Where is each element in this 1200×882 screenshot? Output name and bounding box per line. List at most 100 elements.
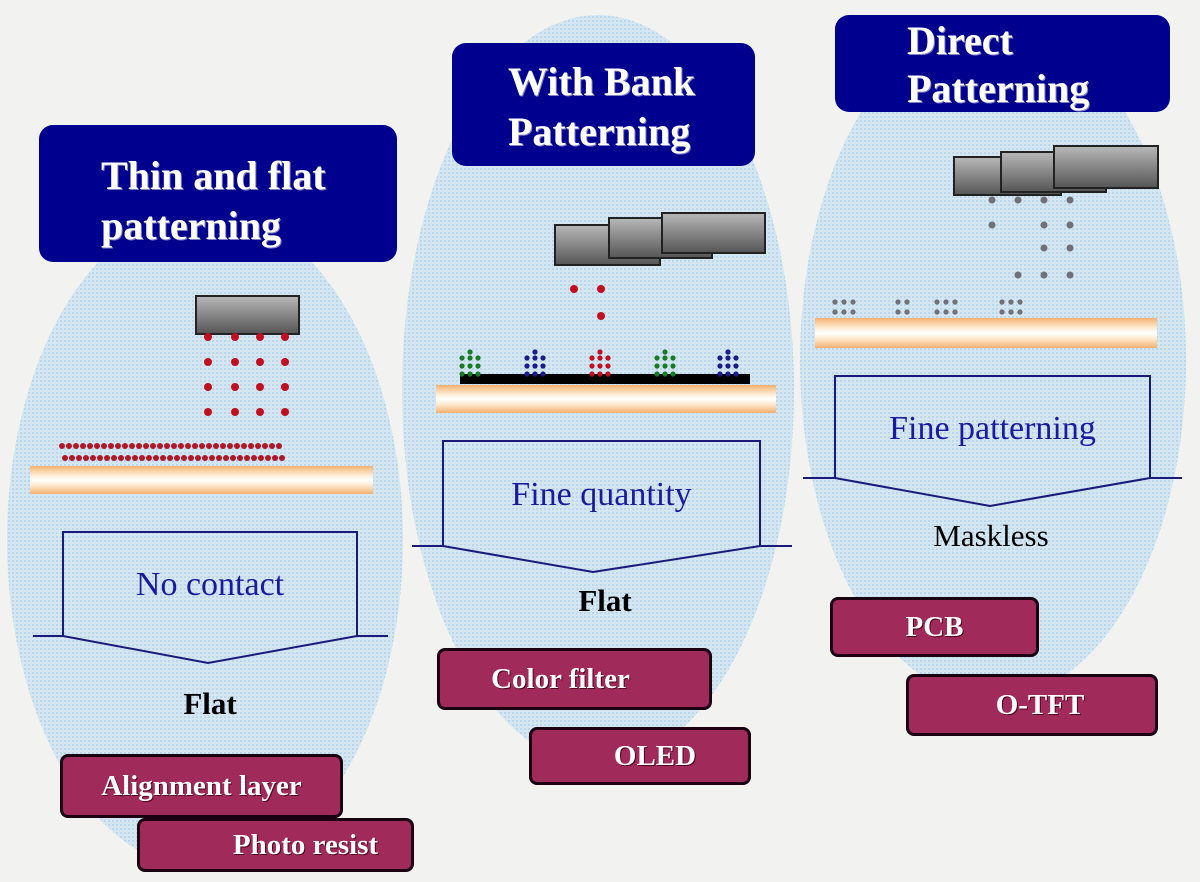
droplet xyxy=(540,371,546,377)
droplet xyxy=(97,455,103,461)
column-3-inkjet-illustration xyxy=(815,145,1159,348)
falling-droplets xyxy=(204,333,289,416)
bank-layer xyxy=(460,374,750,384)
droplet xyxy=(670,363,676,369)
droplet xyxy=(213,443,219,449)
droplet xyxy=(725,371,731,377)
substrate xyxy=(30,466,373,494)
column-3-title: Direct Patterning xyxy=(835,15,1170,112)
droplet xyxy=(725,355,731,361)
droplet xyxy=(220,443,226,449)
droplet xyxy=(850,299,856,305)
droplet xyxy=(540,363,546,369)
droplet xyxy=(153,455,159,461)
droplet xyxy=(231,383,239,391)
droplet xyxy=(118,455,124,461)
droplet xyxy=(589,355,595,361)
droplet xyxy=(841,299,847,305)
droplet xyxy=(670,371,676,377)
droplet xyxy=(524,355,530,361)
droplet xyxy=(223,455,229,461)
droplet xyxy=(943,299,949,305)
droplet xyxy=(265,455,271,461)
droplet xyxy=(76,455,82,461)
droplet xyxy=(164,443,170,449)
droplet xyxy=(157,443,163,449)
droplet xyxy=(988,221,996,229)
application-photo-resist: Photo resist xyxy=(137,818,414,872)
droplet xyxy=(467,363,473,369)
column-3-benefit-arrow xyxy=(803,375,1182,508)
droplet xyxy=(281,333,289,341)
column-3-benefit-label: Fine patterning xyxy=(889,410,1096,447)
droplet xyxy=(605,355,611,361)
droplet xyxy=(111,455,117,461)
droplet xyxy=(459,363,465,369)
droplet xyxy=(202,455,208,461)
droplet xyxy=(532,363,538,369)
droplet xyxy=(832,309,838,315)
droplet xyxy=(725,349,731,355)
droplet xyxy=(256,358,264,366)
droplet xyxy=(943,309,949,315)
column-1-benefit-arrow xyxy=(33,531,388,665)
droplet xyxy=(188,455,194,461)
title-line: patterning xyxy=(101,203,281,248)
droplet xyxy=(256,383,264,391)
substrate xyxy=(815,318,1157,348)
droplet xyxy=(230,455,236,461)
droplet xyxy=(1014,271,1022,279)
printed-pattern xyxy=(832,299,1023,315)
droplet xyxy=(281,358,289,366)
application-pcb: PCB xyxy=(830,597,1039,657)
droplet xyxy=(540,355,546,361)
droplet xyxy=(597,349,603,355)
droplet xyxy=(1008,309,1014,315)
droplet xyxy=(258,455,264,461)
application-color-filter: Color filter xyxy=(437,648,712,710)
droplet xyxy=(988,196,996,204)
droplet xyxy=(589,371,595,377)
droplet xyxy=(832,299,838,305)
column-1-background-ellipse xyxy=(7,210,403,870)
droplet xyxy=(532,349,538,355)
droplet xyxy=(934,309,940,315)
droplet xyxy=(231,408,239,416)
droplet xyxy=(160,455,166,461)
droplet xyxy=(597,371,603,377)
droplet xyxy=(216,455,222,461)
droplet xyxy=(952,309,958,315)
inkjet-nozzle-icon xyxy=(661,212,766,254)
droplet xyxy=(895,299,901,305)
droplet xyxy=(87,443,93,449)
droplet xyxy=(256,408,264,416)
droplet xyxy=(459,371,465,377)
droplet xyxy=(204,383,212,391)
droplet xyxy=(1040,271,1048,279)
droplet xyxy=(717,371,723,377)
droplet xyxy=(999,309,1005,315)
droplet xyxy=(204,333,212,341)
droplet xyxy=(1066,196,1074,204)
column-2-inkjet-illustration xyxy=(436,212,776,413)
droplet xyxy=(605,371,611,377)
droplet xyxy=(717,363,723,369)
droplet xyxy=(276,443,282,449)
droplet xyxy=(597,285,605,293)
droplet xyxy=(73,443,79,449)
droplet xyxy=(475,363,481,369)
droplet xyxy=(532,371,538,377)
droplet xyxy=(185,443,191,449)
droplet xyxy=(524,371,530,377)
droplet xyxy=(209,455,215,461)
droplet xyxy=(115,443,121,449)
droplet xyxy=(90,455,96,461)
droplet xyxy=(532,355,538,361)
droplet xyxy=(69,455,75,461)
droplet xyxy=(146,455,152,461)
droplet xyxy=(654,355,660,361)
droplet xyxy=(122,443,128,449)
title-line: Direct xyxy=(907,18,1013,63)
droplet xyxy=(136,443,142,449)
